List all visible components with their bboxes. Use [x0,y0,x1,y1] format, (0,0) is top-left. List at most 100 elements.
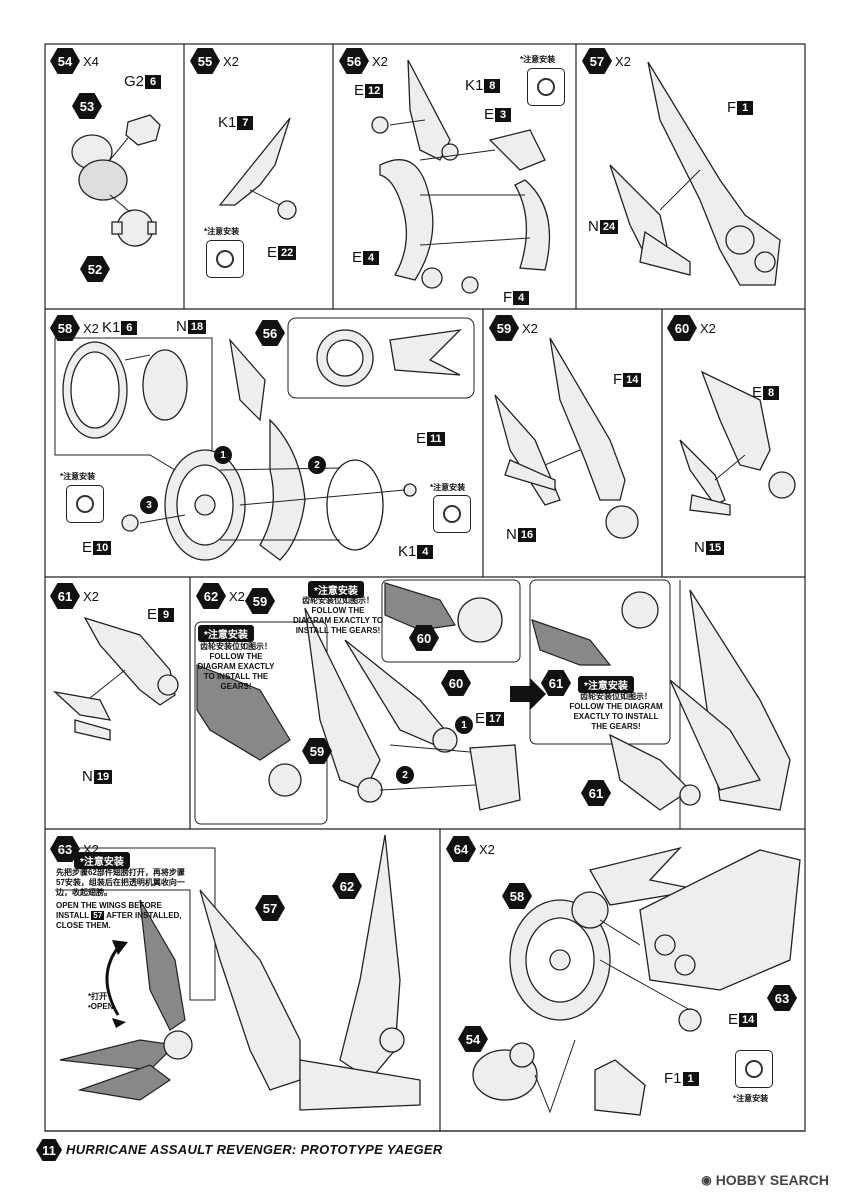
open-note-cn: *打开 [88,992,108,1001]
step-ref-57: 57 [91,911,105,920]
attention-note: *注意安装 [733,1094,769,1103]
wings-note-en: OPEN THE WINGS BEFORE INSTALL 57 AFTER I… [56,901,186,931]
wings-note-cn: 先把步骤62部件翅膀打开，再将步骤57安装，组装后在把透明机翼收向一边，收起翅膀… [56,868,185,897]
callout-2: 2 [396,766,414,784]
camera-icon: ◉ [701,1173,712,1187]
wings-note-en-b: AFTER INSTALLED, CLOSE THEM. [56,911,182,930]
wings-note-en-a: OPEN THE WINGS BEFORE INSTALL [56,901,162,920]
gear-note-en: FOLLOW THE DIAGRAM EXACTLY TO INSTALL TH… [569,702,663,731]
attention-note: *注意安装 [430,483,466,492]
subassembly-56: 56 [255,320,285,346]
install-direction-icon [66,485,104,523]
callout-2: 2 [308,456,326,474]
wings-note: 先把步骤62部件翅膀打开，再将步骤57安装，组装后在把透明机翼收向一边，收起翅膀… [56,868,186,931]
install-direction-icon [527,68,565,106]
gear-note-cn: 齿轮安装位如图示！ [580,692,652,701]
step-multiplier: X4 [83,53,99,69]
gear-note-en: FOLLOW THE DIAGRAM EXACTLY TO INSTALL TH… [292,606,384,635]
step-multiplier: X2 [83,588,99,604]
step-61-badge: 61 X2 [50,583,99,609]
attention-note: *注意安装 [520,55,556,64]
install-direction-icon [433,495,471,533]
callout-1: 1 [214,446,232,464]
step-number: 60 [667,315,697,341]
step-multiplier: X2 [83,320,99,336]
gear-note-en: FOLLOW THE DIAGRAM EXACTLY TO INSTALL TH… [197,652,275,691]
step-multiplier: X2 [479,841,495,857]
step-number: 58 [50,315,80,341]
page-number: 11 [36,1139,62,1161]
step-60-badge: 60 X2 [667,315,716,341]
attention-note: *注意安装 [60,472,96,481]
attention-tag: *注意安装 [74,852,130,869]
install-direction-icon [735,1050,773,1088]
manual-title: HURRICANE ASSAULT REVENGER: PROTOTYPE YA… [66,1142,443,1157]
step-62-badge: 62 X2 [196,583,245,609]
step-multiplier: X2 [223,53,239,69]
gear-note-cn: 齿轮安装位如图示！ [200,642,272,651]
step-multiplier: X2 [615,53,631,69]
step-56-badge: 56 X2 [339,48,388,74]
step-57-badge: 57 X2 [582,48,631,74]
step-59-badge: 59 X2 [489,315,538,341]
gear-note: 齿轮安装位如图示！ FOLLOW THE DIAGRAM EXACTLY TO … [566,692,666,732]
gear-note-cn: 齿轮安装位如图示！ [302,596,374,605]
subassembly-52: 52 [80,256,110,282]
step-58-badge: 58 X2 [50,315,99,341]
step-55-badge: 55 X2 [190,48,239,74]
watermark-brand: ◉ HOBBY SEARCH [701,1172,829,1188]
attention-tag: *注意安装 [198,625,254,642]
callout-3: 3 [140,496,158,514]
open-note-en: •OPEN [88,1002,114,1011]
gear-note: 齿轮安装位如图示！ FOLLOW THE DIAGRAM EXACTLY TO … [292,596,384,636]
gear-note: 齿轮安装位如图示！ FOLLOW THE DIAGRAM EXACTLY TO … [197,642,275,692]
callout-1: 1 [455,716,473,734]
attention-tag: *注意安装 [578,676,634,693]
install-direction-icon [206,240,244,278]
step-multiplier: X2 [700,320,716,336]
brand-text: HOBBY SEARCH [715,1172,829,1188]
step-multiplier: X2 [229,588,245,604]
step-number: 59 [489,315,519,341]
attention-tag: *注意安装 [308,581,364,598]
step-multiplier: X2 [372,53,388,69]
step-multiplier: X2 [522,320,538,336]
subassembly-53: 53 [72,93,102,119]
